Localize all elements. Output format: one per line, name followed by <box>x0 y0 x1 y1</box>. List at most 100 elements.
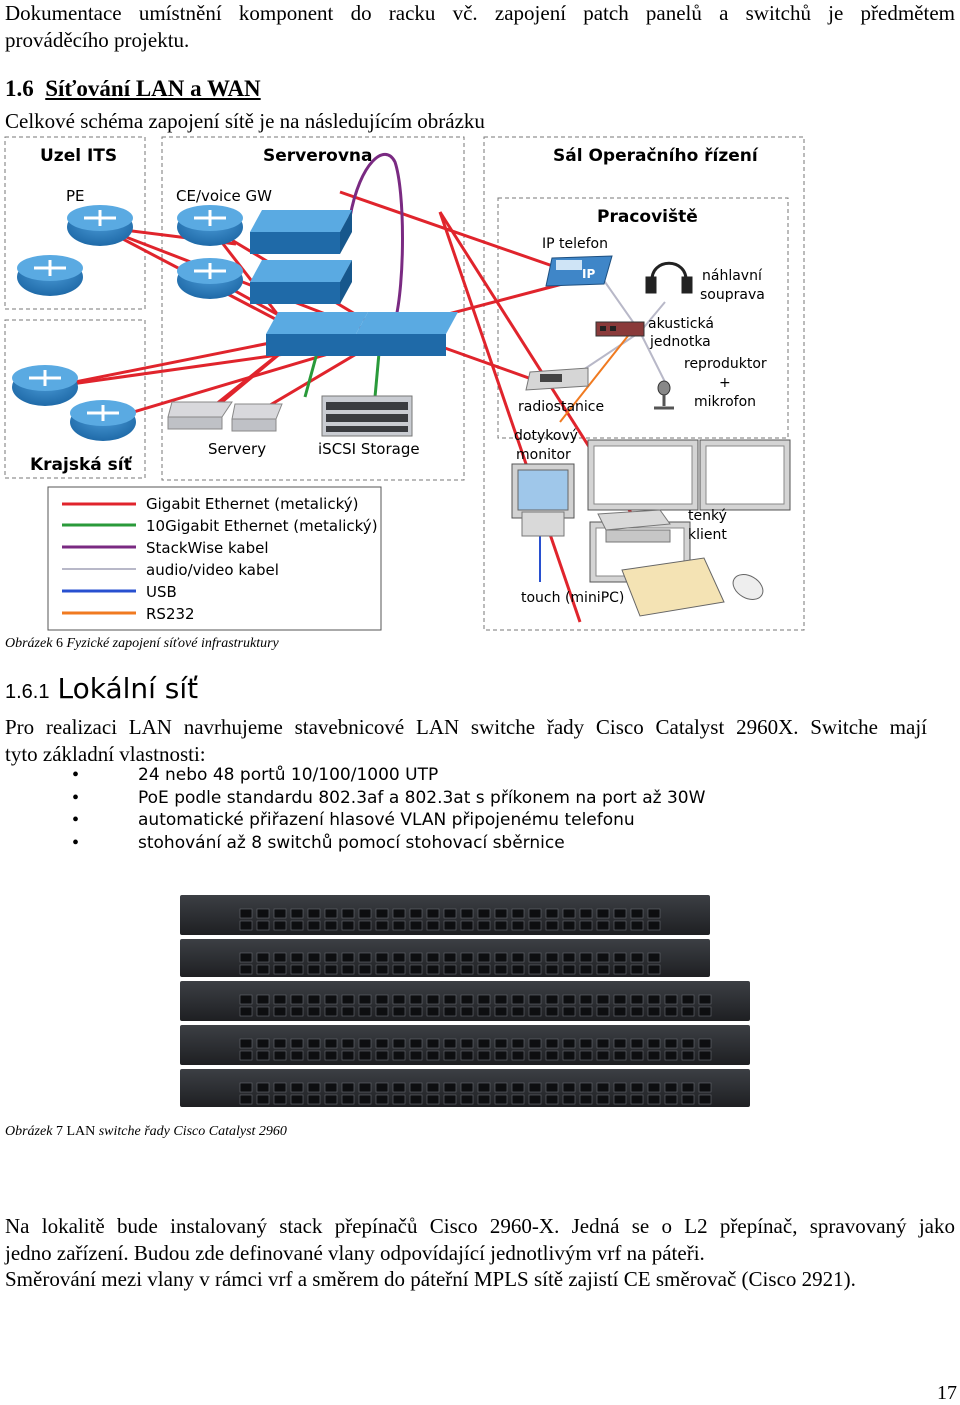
port-icon <box>392 908 406 919</box>
port-icon <box>409 952 423 963</box>
port-icon <box>341 994 355 1005</box>
port-icon <box>358 1050 372 1061</box>
port-icon <box>324 908 338 919</box>
port-icon <box>426 1082 440 1093</box>
figure-6-caption: Obrázek 6 Fyzické zapojení síťové infras… <box>5 636 279 652</box>
port-icon <box>307 1050 321 1061</box>
port-icon <box>579 908 593 919</box>
mouse-icon <box>732 574 764 600</box>
port-icon <box>256 1050 270 1061</box>
reproduktor-label-2: + <box>719 375 731 391</box>
port-icon <box>511 1050 525 1061</box>
port-icon <box>562 920 576 931</box>
ce-label: CE/voice GW <box>176 187 272 205</box>
port-icon <box>681 1082 695 1093</box>
port-icon <box>681 1094 695 1105</box>
port-icon <box>375 1038 389 1049</box>
router-icon <box>67 205 133 246</box>
port-icon <box>630 908 644 919</box>
port-icon <box>545 1082 559 1093</box>
port-icon <box>477 1006 491 1017</box>
nahlavni-label-1: náhlavní <box>702 268 763 284</box>
intro-line-2: prováděcího projektu. <box>5 28 190 52</box>
radiostanice-label: radiostanice <box>518 399 604 415</box>
port-icon <box>579 964 593 975</box>
port-icon <box>392 1094 406 1105</box>
port-icon <box>273 1006 287 1017</box>
port-icon <box>562 1038 576 1049</box>
port-icon <box>596 908 610 919</box>
port-icon <box>239 964 253 975</box>
akusticka-label-1: akustická <box>648 316 714 332</box>
section-heading-1-6: 1.6 Síťování LAN a WAN <box>5 76 261 102</box>
intro-line-1: Dokumentace umístnění komponent do racku… <box>5 1 955 25</box>
port-icon <box>324 1082 338 1093</box>
port-icon <box>596 964 610 975</box>
feature-item: automatické přiřazení hlasové VLAN připo… <box>0 809 705 832</box>
port-icon <box>545 1050 559 1061</box>
port-icon <box>511 1006 525 1017</box>
page-number: 17 <box>937 1382 957 1404</box>
ip-badge: IP <box>582 267 595 281</box>
port-icon <box>494 1038 508 1049</box>
port-icon <box>647 1050 661 1061</box>
port-icon <box>528 1050 542 1061</box>
dotykovy-label-2: monitor <box>516 447 571 463</box>
port-icon <box>256 994 270 1005</box>
port-icon <box>494 952 508 963</box>
port-icon <box>579 920 593 931</box>
port-icon <box>290 1006 304 1017</box>
server-icon <box>167 401 283 432</box>
port-icon <box>664 1006 678 1017</box>
port-icon <box>290 1094 304 1105</box>
port-icon <box>324 1006 338 1017</box>
port-icon <box>426 994 440 1005</box>
port-icon <box>545 1006 559 1017</box>
port-icon <box>630 1038 644 1049</box>
port-icon <box>392 1038 406 1049</box>
port-icon <box>375 964 389 975</box>
port-icon <box>613 1082 627 1093</box>
port-icon <box>545 994 559 1005</box>
router-icon <box>70 400 136 441</box>
switch-ports <box>239 908 712 1105</box>
port-icon <box>375 1050 389 1061</box>
port-icon <box>528 908 542 919</box>
port-icon <box>341 920 355 931</box>
port-icon <box>477 994 491 1005</box>
port-icon <box>664 1082 678 1093</box>
port-icon <box>324 1038 338 1049</box>
zone-sal-label: Sál Operačního řízení <box>553 146 759 166</box>
port-icon <box>664 1050 678 1061</box>
port-icon <box>290 1082 304 1093</box>
network-diagram: Uzel ITS Serverovna Sál Operačního řízen… <box>4 136 805 631</box>
port-icon <box>528 1094 542 1105</box>
port-icon <box>409 1082 423 1093</box>
port-icon <box>613 964 627 975</box>
port-icon <box>239 908 253 919</box>
port-icon <box>426 908 440 919</box>
port-icon <box>596 1050 610 1061</box>
closing-line-2: jedno zařízení. Budou zde definované vla… <box>5 1241 705 1265</box>
port-icon <box>443 1094 457 1105</box>
port-icon <box>698 1094 712 1105</box>
port-icon <box>375 1006 389 1017</box>
port-icon <box>392 1050 406 1061</box>
port-icon <box>477 1038 491 1049</box>
port-icon <box>460 1038 474 1049</box>
port-icon <box>273 1082 287 1093</box>
port-icon <box>341 1082 355 1093</box>
port-icon <box>426 920 440 931</box>
port-icon <box>239 1082 253 1093</box>
port-icon <box>341 1038 355 1049</box>
port-icon <box>613 920 627 931</box>
port-icon <box>290 1038 304 1049</box>
port-icon <box>562 952 576 963</box>
port-icon <box>273 908 287 919</box>
caption-lan: LAN <box>66 1124 96 1139</box>
port-icon <box>460 1006 474 1017</box>
port-icon <box>494 908 508 919</box>
port-icon <box>562 1006 576 1017</box>
zone-pracoviste <box>497 197 789 439</box>
port-icon <box>239 1038 253 1049</box>
